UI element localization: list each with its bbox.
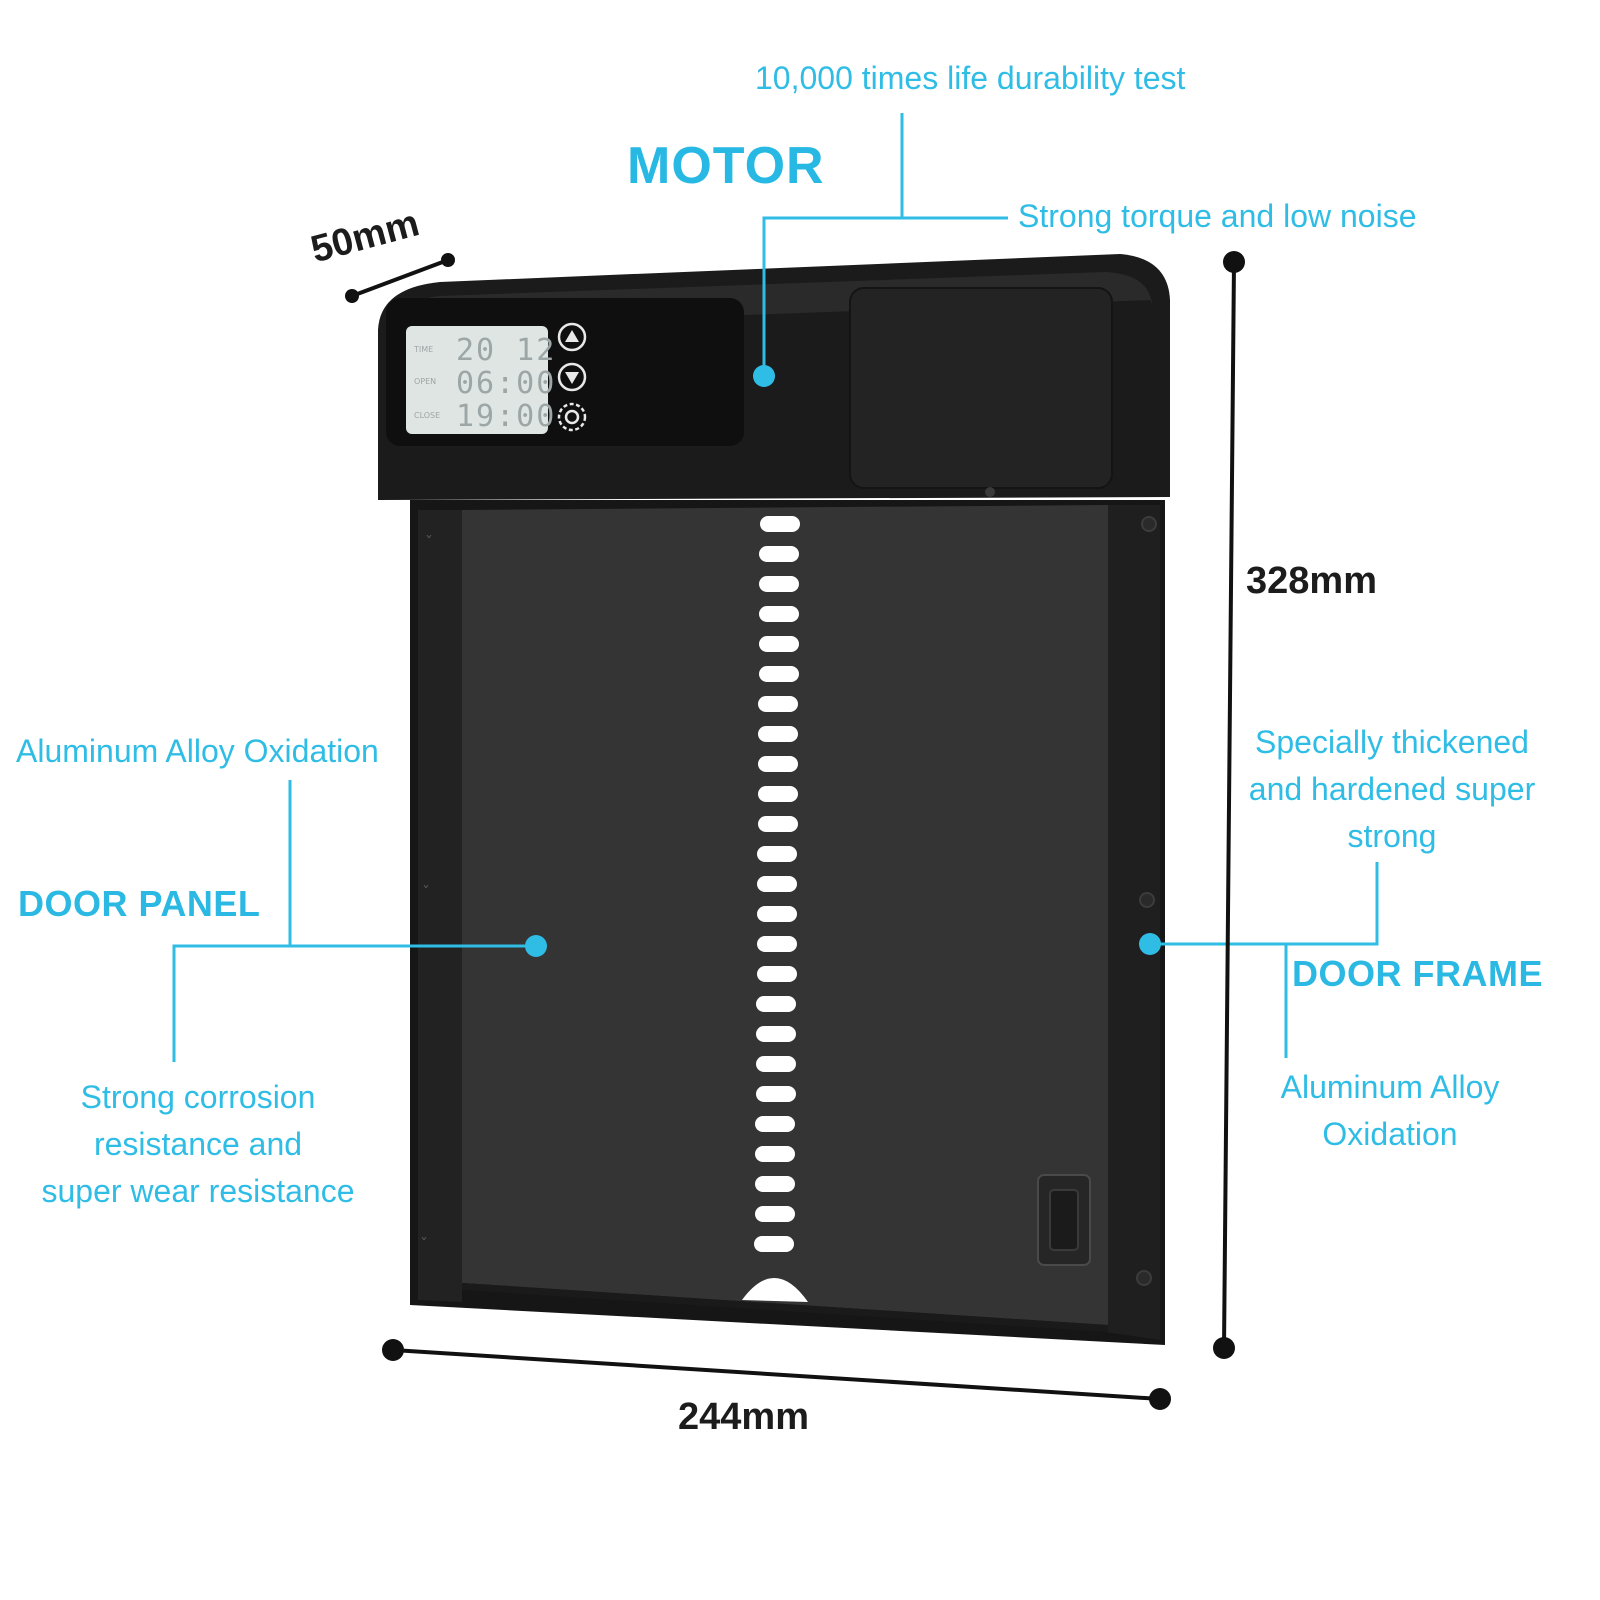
motor-note-right: Strong torque and low noise xyxy=(1018,198,1417,234)
callout-lines xyxy=(172,113,1379,1062)
motor-callout-dot xyxy=(753,365,775,387)
motor-note-top: 10,000 times life durability test xyxy=(755,60,1186,96)
lcd-row-3: 19:00 xyxy=(456,399,556,434)
svg-text:TIME: TIME xyxy=(413,345,433,354)
svg-text:OPEN: OPEN xyxy=(414,377,436,386)
panel-slots xyxy=(742,516,808,1302)
door-frame-title: DOOR FRAME xyxy=(1292,953,1543,994)
svg-text:ˇ: ˇ xyxy=(425,533,433,552)
door-panel xyxy=(462,505,1108,1332)
dimension-endpoints xyxy=(345,251,1245,1410)
panel-material: Aluminum Alloy Oxidation xyxy=(16,733,379,769)
down-arrow-button-icon[interactable] xyxy=(557,362,587,392)
frame-screw xyxy=(1139,892,1155,908)
frame-screw xyxy=(1136,1270,1152,1286)
height-dimension: 328mm xyxy=(1246,560,1377,602)
frame-screw xyxy=(1141,516,1157,532)
svg-text:ˇ: ˇ xyxy=(420,1235,428,1254)
panel-feature-line: resistance and xyxy=(93,1126,303,1162)
panel-handle xyxy=(1037,1174,1091,1266)
frame-feature: Specially thickened and hardened super s… xyxy=(1236,719,1548,860)
motor-title: MOTOR xyxy=(627,137,825,195)
width-dimension: 244mm xyxy=(678,1396,809,1438)
lcd-screen: TIME OPEN CLOSE 20 12 06:00 19:00 xyxy=(406,326,556,434)
panel-feature: Strong corrosion resistance and super we… xyxy=(20,1074,376,1215)
lcd-row-2: 06:00 xyxy=(456,366,556,401)
motor-cover xyxy=(849,287,1113,489)
dimension-lines xyxy=(351,258,1236,1401)
door-panel-title: DOOR PANEL xyxy=(18,883,261,924)
panel-callout-dot xyxy=(525,935,547,957)
up-arrow-button-icon[interactable] xyxy=(557,322,587,352)
frame-material-line: Oxidation xyxy=(1322,1116,1458,1152)
svg-text:CLOSE: CLOSE xyxy=(414,411,440,420)
svg-text:ˇ: ˇ xyxy=(422,883,430,902)
gear-settings-icon[interactable] xyxy=(557,402,587,432)
frame-feature-line: Specially thickened xyxy=(1255,724,1529,760)
frame-material-line: Aluminum Alloy xyxy=(1280,1069,1500,1105)
panel-feature-line: super wear resistance xyxy=(41,1173,355,1209)
panel-feature-line: Strong corrosion xyxy=(80,1079,316,1115)
lcd-row-1: 20 12 xyxy=(456,333,556,368)
frame-feature-line: and hardened super xyxy=(1248,771,1536,807)
frame-callout-dot xyxy=(1139,933,1161,955)
frame-feature-line: strong xyxy=(1347,818,1437,854)
frame-material: Aluminum Alloy Oxidation xyxy=(1262,1064,1518,1158)
